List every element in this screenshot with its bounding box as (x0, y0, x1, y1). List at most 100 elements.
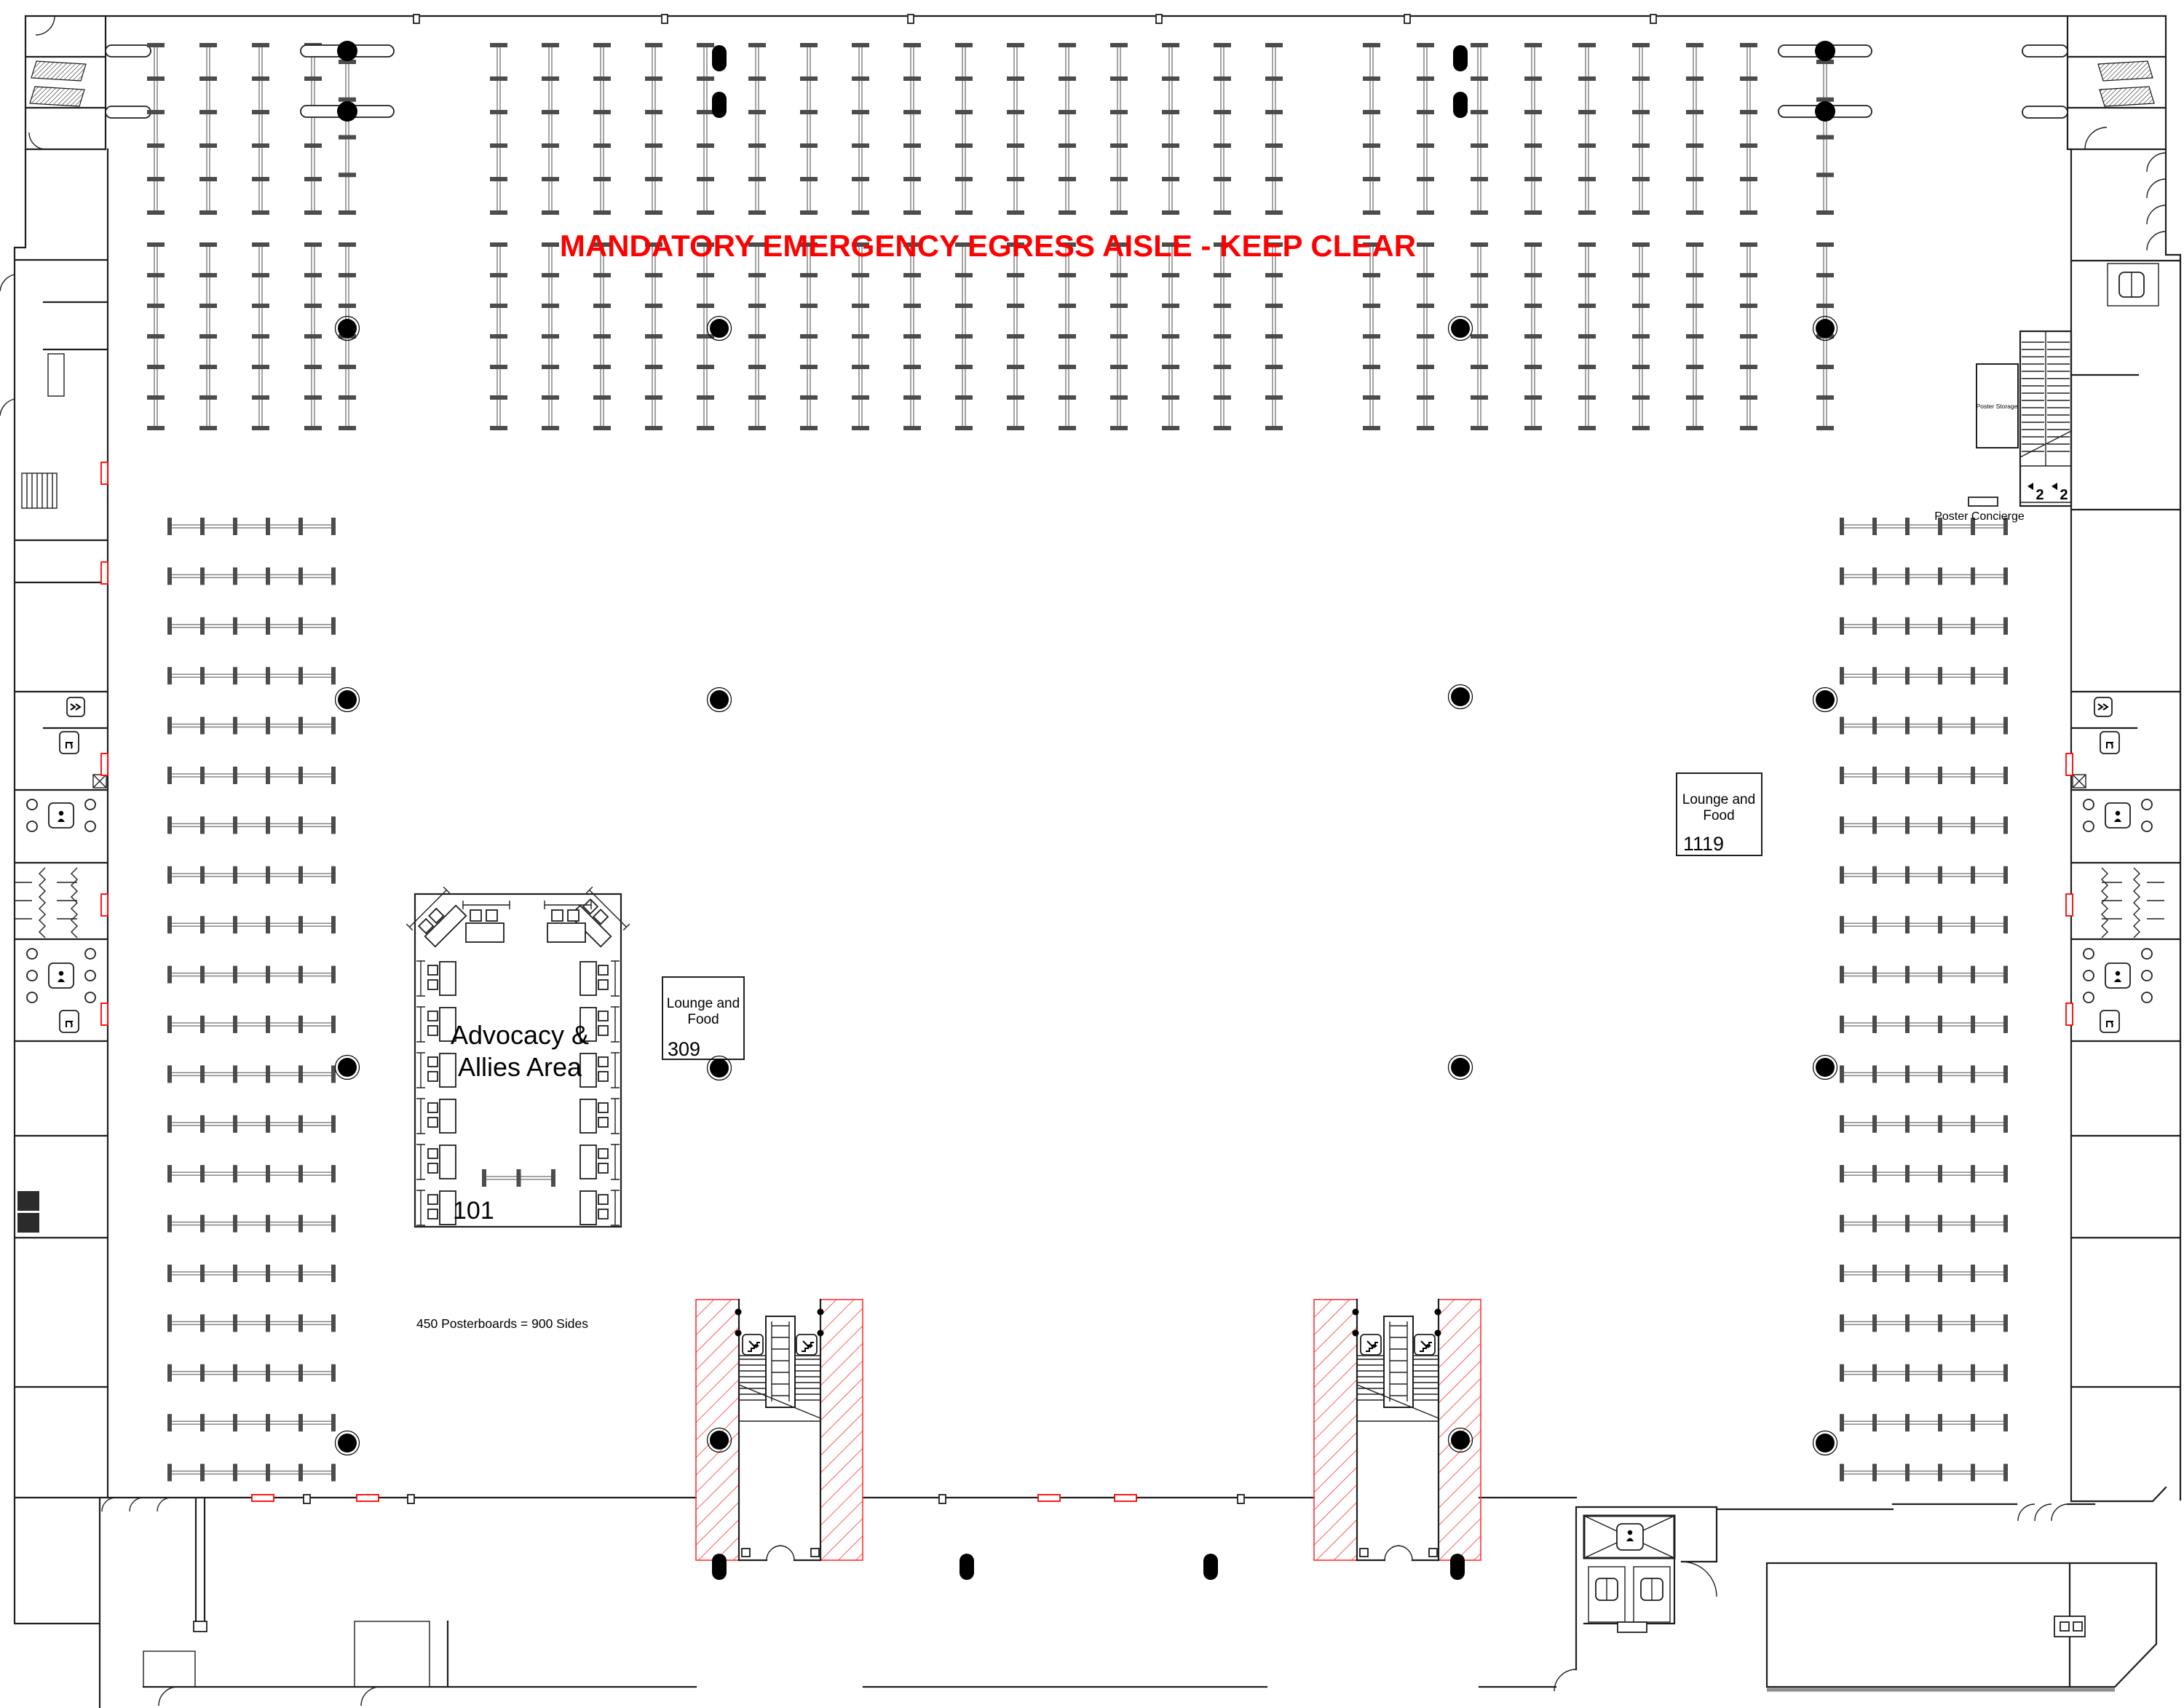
poster-tick (1686, 143, 1704, 148)
poster-tick (490, 334, 507, 339)
poster-tick (1686, 177, 1704, 181)
poster-strip (169, 1271, 334, 1276)
poster-tick (252, 177, 269, 181)
poster-tick (1363, 110, 1380, 114)
poster-tick (266, 1414, 270, 1432)
poster-strip (1841, 1420, 2006, 1425)
poster-tick (266, 518, 270, 535)
elevator-car (1633, 1566, 1671, 1623)
poster-tick (2003, 767, 2008, 784)
poster-tick (800, 304, 818, 308)
poster-tick (1938, 866, 1942, 884)
poster-tick (490, 365, 507, 369)
poster-tick (748, 210, 766, 215)
poster-tick (903, 304, 921, 308)
poster-tick (331, 916, 336, 934)
poster-tick (748, 177, 766, 181)
poster-tick (1110, 365, 1128, 369)
column-dot (1816, 690, 1835, 709)
poster-tick (490, 143, 507, 148)
poster-tick (697, 76, 714, 81)
poster-tick (1471, 242, 1488, 247)
poster-tick (1524, 110, 1542, 114)
door-markers (100, 462, 2073, 1502)
booth-chair (598, 1163, 609, 1174)
poster-tick (1905, 1414, 1910, 1432)
poster-strip (311, 44, 315, 213)
column-dot (1451, 1058, 1470, 1077)
poster-tick (1214, 304, 1231, 308)
poster-tick (200, 1364, 205, 1382)
poster-tick (903, 365, 921, 369)
column-dot (338, 1058, 357, 1077)
poster-tick (1740, 76, 1757, 81)
poster-tick (298, 1115, 303, 1133)
column-pill (1450, 1554, 1465, 1580)
service-box (17, 1213, 39, 1233)
utility-box (2054, 1616, 2086, 1637)
poster-tick (800, 426, 818, 430)
top-wall (24, 15, 2167, 151)
column-dot-small (735, 1308, 742, 1316)
booth-table (579, 1007, 597, 1042)
poster-tick (1059, 242, 1076, 247)
poster-tick (1971, 1065, 1975, 1083)
poster-tick (1905, 866, 1910, 884)
poster-tick (1632, 334, 1650, 339)
poster-tick (1632, 210, 1650, 215)
door-notch (1617, 1621, 1647, 1633)
poster-tick (147, 143, 165, 148)
poster-tick (233, 1016, 237, 1033)
poster-tick (199, 143, 217, 148)
poster-strip (962, 44, 966, 213)
elevator-room (2107, 263, 2159, 307)
poster-tick (167, 617, 172, 635)
column-dot (337, 101, 357, 122)
poster-tick (490, 43, 507, 47)
poster-tick (490, 273, 507, 277)
poster-tick (298, 916, 303, 934)
poster-tick (2003, 1115, 2008, 1133)
door-marker (100, 1003, 108, 1026)
poster-tick (852, 365, 869, 369)
poster-tick (1578, 334, 1596, 339)
poster-strip (1841, 673, 2006, 678)
poster-tick (955, 395, 973, 400)
poster-strip (1841, 1171, 2006, 1176)
poster-tick (304, 143, 322, 148)
poster-strip (1841, 1221, 2006, 1226)
poster-strip (600, 44, 604, 213)
poster-tick (593, 273, 611, 277)
poster-tick (645, 76, 662, 81)
poster-tick (2003, 1165, 2008, 1183)
poster-tick (800, 143, 818, 148)
poster-tick (542, 43, 559, 47)
poster-strip (1841, 1271, 2006, 1276)
column-ring (334, 1430, 360, 1456)
poster-tick (1363, 43, 1380, 47)
poster-tick (903, 242, 921, 247)
poster-tick (748, 273, 766, 277)
poster-tick (233, 1463, 237, 1482)
poster-tick (1417, 273, 1434, 277)
poster-tick (147, 426, 165, 430)
sink (2083, 821, 2094, 832)
poster-tick (1265, 143, 1283, 148)
lounge-food-east-box (1676, 772, 1762, 856)
door-jamb (907, 14, 914, 24)
poster-tick (252, 273, 269, 277)
poster-tick (800, 76, 818, 81)
poster-tick (266, 916, 270, 934)
poster-tick (593, 43, 611, 47)
poster-strip (169, 1420, 334, 1425)
poster-tick (1417, 76, 1434, 81)
poster-tick (266, 816, 270, 834)
booth-posterboard (416, 960, 425, 997)
poster-tick (1686, 426, 1704, 430)
poster-tick (1214, 143, 1231, 148)
booth-chair (598, 1148, 609, 1159)
door-marker (100, 462, 108, 485)
poster-tick (490, 177, 507, 181)
poster-tick (233, 1265, 237, 1282)
column-dot (710, 1431, 729, 1450)
